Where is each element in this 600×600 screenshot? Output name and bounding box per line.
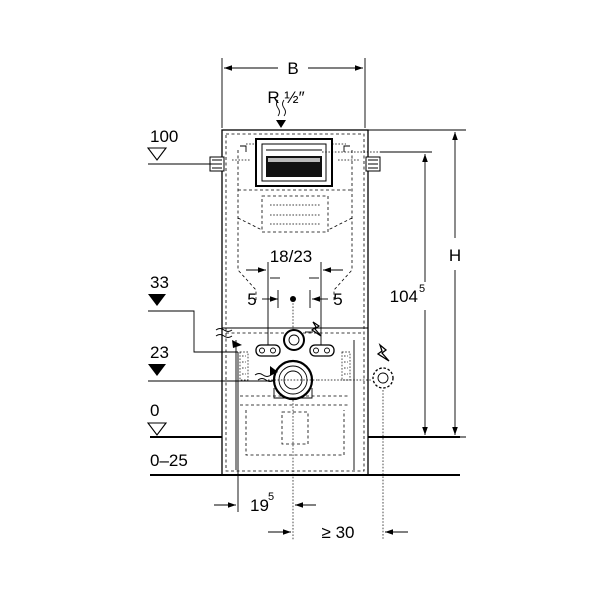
height-label: H <box>449 246 461 265</box>
wall-bracket-right <box>365 156 381 172</box>
level-0: 0 <box>146 401 168 436</box>
dimension-height: H 104 5 <box>368 129 466 438</box>
level-100: 100 <box>146 127 220 165</box>
level-33-label: 33 <box>150 273 169 292</box>
cistern-height-label: 104 <box>390 287 418 306</box>
level-0-label: 0 <box>150 401 159 420</box>
level-marker-icon <box>148 364 166 376</box>
dimension-min-distance: ≥ 30 <box>268 523 408 542</box>
level-marker-icon <box>148 294 166 306</box>
level-marker-icon <box>146 422 168 436</box>
width-label: B <box>287 59 298 78</box>
level-23-label: 23 <box>150 343 169 362</box>
level-marker-icon <box>146 147 168 161</box>
dimension-connection-spacing: 18/23 5 5 <box>246 247 343 345</box>
flush-plate <box>246 138 346 187</box>
dimension-width: B <box>221 58 366 128</box>
cistern-height-sup: 5 <box>419 283 425 295</box>
min-distance-label: ≥ 30 <box>322 523 355 542</box>
drain-pipe <box>268 359 318 401</box>
water-supply-icon <box>276 99 286 128</box>
dimension-drain-offset: 19 5 <box>214 352 316 540</box>
electrical-connection-icon <box>376 343 390 362</box>
electrical-socket <box>372 343 394 540</box>
center-connection <box>283 300 305 351</box>
level-33: 33 <box>148 273 238 353</box>
thread-label: R ½″ <box>267 88 304 107</box>
water-connections <box>255 344 335 357</box>
level-23: 23 <box>148 343 274 382</box>
offset-left-label: 5 <box>247 290 256 309</box>
electrical-connection-icon <box>305 321 322 337</box>
center-point <box>290 296 296 302</box>
drain-offset-sup: 5 <box>268 491 274 503</box>
drain-offset-label: 19 <box>250 496 269 515</box>
top-hooks <box>240 145 350 152</box>
floor-range-label: 0–25 <box>150 451 188 470</box>
offset-right-label: 5 <box>333 290 342 309</box>
water-supply-icon <box>215 328 242 348</box>
spacing-label: 18/23 <box>270 247 313 266</box>
level-100-label: 100 <box>150 127 178 146</box>
